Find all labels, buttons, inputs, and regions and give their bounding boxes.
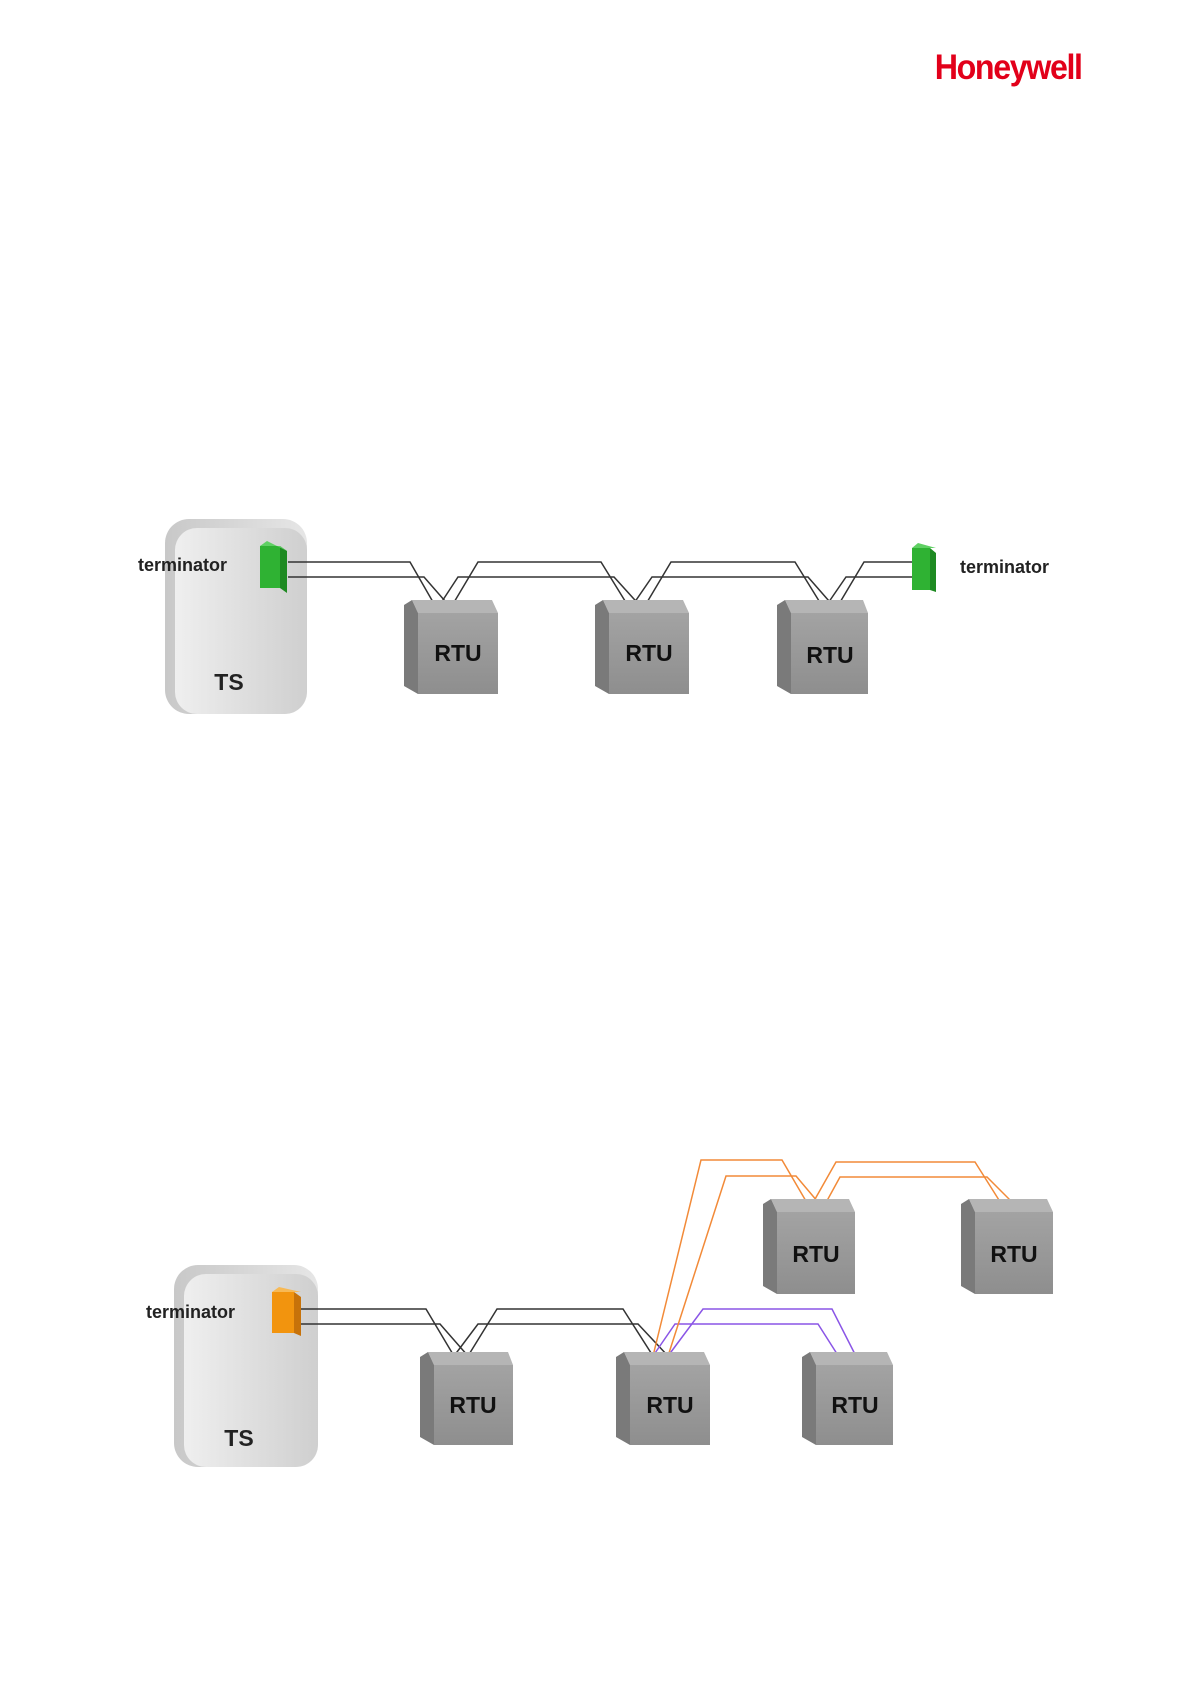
terminator-orange	[272, 1287, 301, 1336]
ts-label: TS	[224, 1425, 253, 1451]
terminator-right	[912, 543, 936, 592]
ts-label: TS	[214, 669, 243, 695]
rtu-label: RTU	[625, 640, 672, 666]
bus-wires-2	[301, 1309, 668, 1356]
diagram-1: TS terminator terminator	[138, 519, 1049, 714]
terminator-left	[260, 541, 287, 593]
rtu-label: RTU	[434, 640, 481, 666]
rtu-e: RTU	[961, 1199, 1053, 1294]
ts-unit: TS	[165, 519, 307, 714]
rtu-label: RTU	[792, 1241, 839, 1267]
terminator-right-label: terminator	[960, 557, 1049, 577]
rtu-d: RTU	[763, 1199, 855, 1294]
rtu-a: RTU	[420, 1352, 513, 1445]
rtu-2: RTU	[595, 600, 689, 694]
rtu-c: RTU	[802, 1352, 893, 1445]
rtu-label: RTU	[831, 1392, 878, 1418]
terminator-label: terminator	[146, 1302, 235, 1322]
rtu-label: RTU	[806, 642, 853, 668]
diagram-2: TS terminator	[146, 1160, 1053, 1467]
rtu-label: RTU	[990, 1241, 1037, 1267]
rtu-1: RTU	[404, 600, 498, 694]
rtu-label: RTU	[449, 1392, 496, 1418]
rtu-b: RTU	[616, 1352, 710, 1445]
rtu-3: RTU	[777, 600, 868, 694]
rtu-label: RTU	[646, 1392, 693, 1418]
terminator-left-label: terminator	[138, 555, 227, 575]
